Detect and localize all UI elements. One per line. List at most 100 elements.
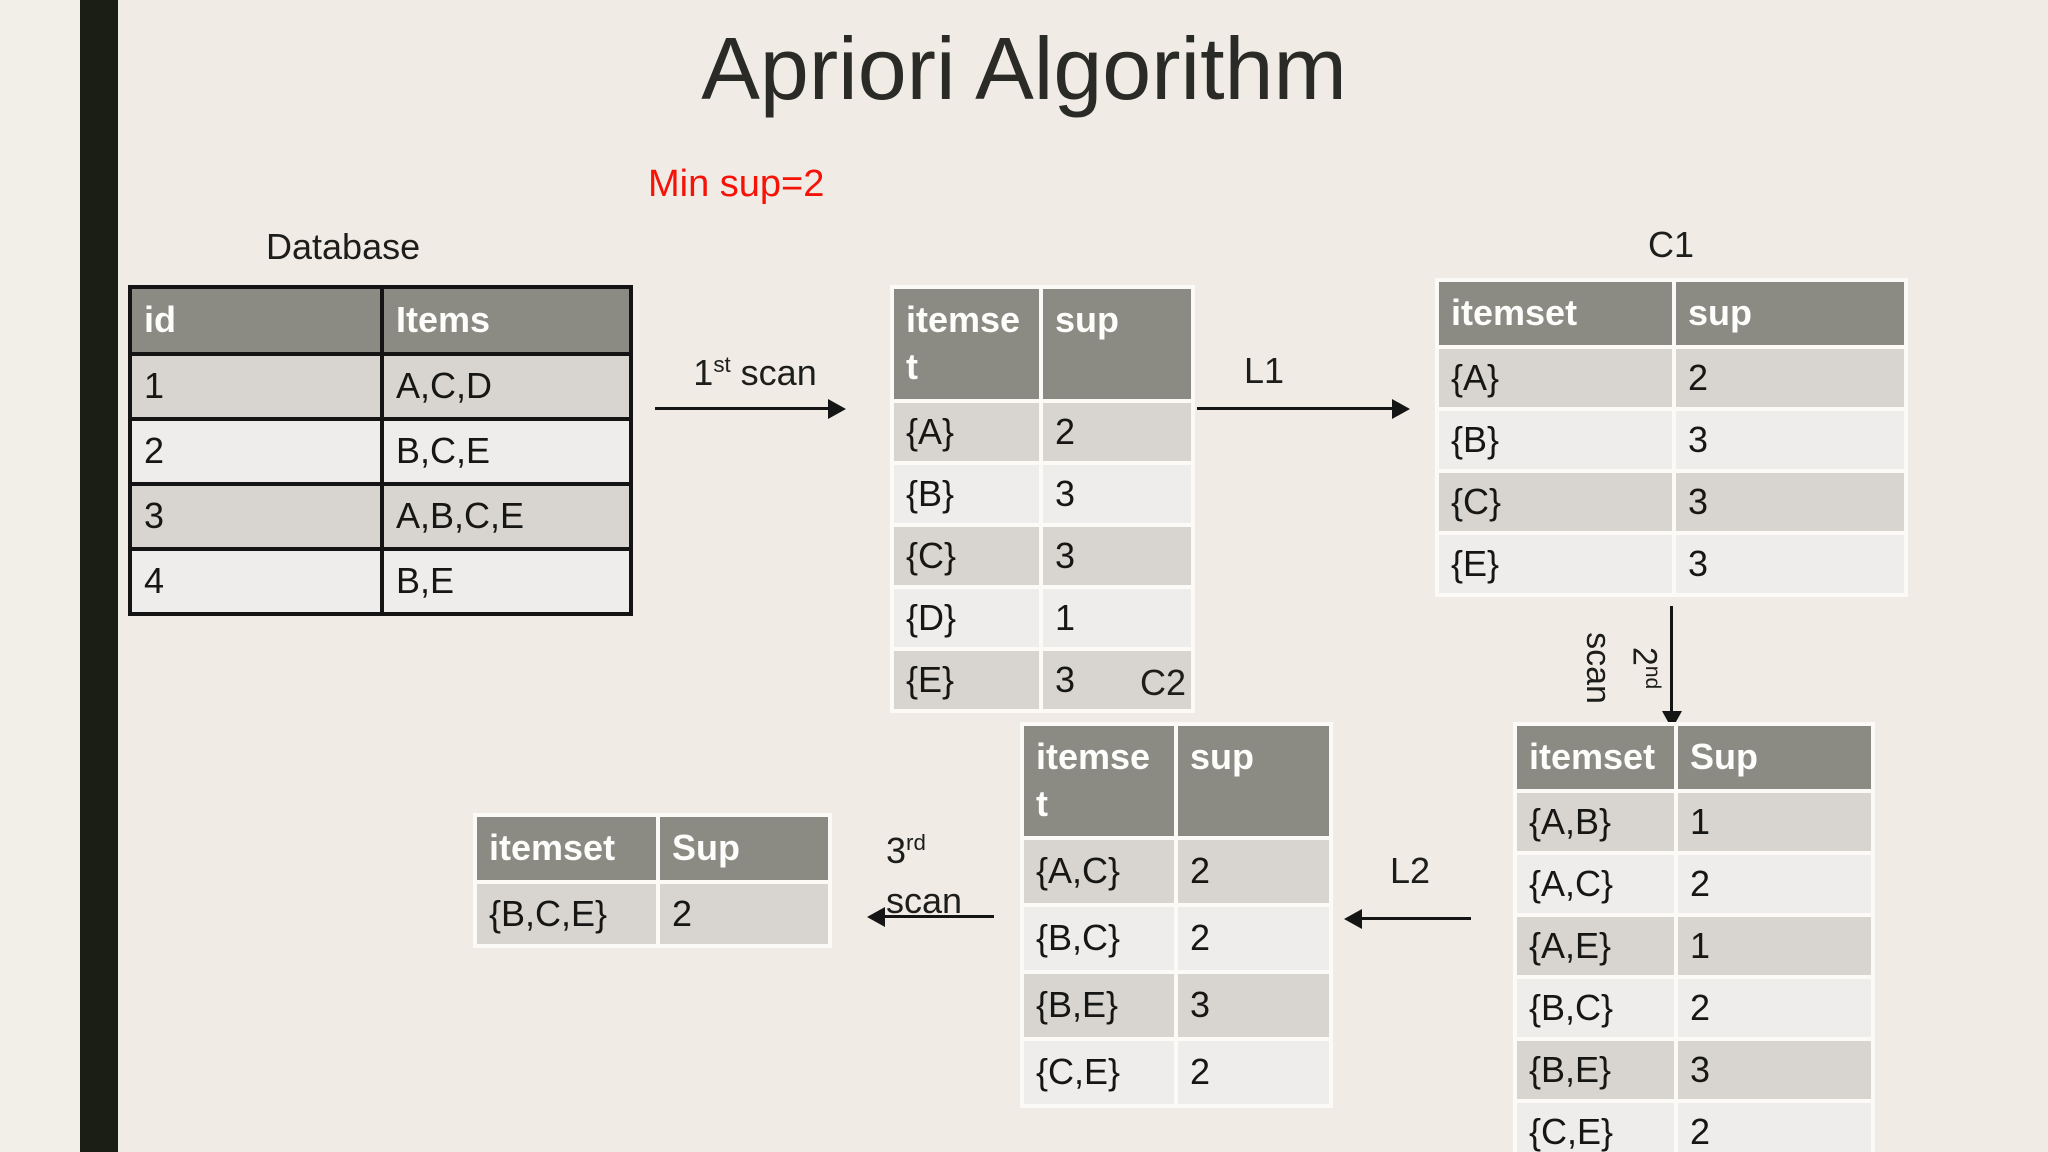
table-cell: 2 — [660, 883, 828, 944]
table-row: {A}2 — [894, 402, 1191, 461]
table-cell: 1 — [130, 353, 382, 419]
table-cell: {B} — [894, 464, 1039, 523]
c1-label: C1 — [1648, 224, 1695, 265]
table-cell: {B,C} — [1024, 906, 1174, 970]
table-cell: 3 — [130, 483, 382, 549]
table-cell: A,C,D — [382, 353, 631, 419]
scan-ordinal-suffix: nd — [1641, 665, 1664, 690]
column-header: Sup — [1678, 726, 1871, 789]
table-row: {C}3 — [894, 526, 1191, 585]
scan-number: 2 — [1625, 646, 1664, 666]
scan-ordinal-suffix: st — [713, 352, 731, 377]
table-cell: {A} — [1439, 348, 1672, 407]
table-cell: 4 — [130, 548, 382, 614]
min-support-note: Min sup=2 — [648, 163, 825, 205]
third-scan-arrow — [882, 915, 994, 918]
table-cell: 1 — [1678, 916, 1871, 975]
table-row: {B,C}2 — [1517, 978, 1871, 1037]
table-row: {C}3 — [1439, 472, 1904, 531]
table-cell: {C,E} — [1024, 1040, 1174, 1104]
table-cell: {A} — [894, 402, 1039, 461]
table-cell: 2 — [1178, 839, 1329, 903]
second-scan-label: 2nd scan — [1576, 620, 1676, 716]
table-cell: 3 — [1043, 526, 1191, 585]
table-cell: 2 — [130, 418, 382, 484]
column-header: Sup — [660, 817, 828, 880]
table-cell: {B,E} — [1517, 1040, 1674, 1099]
table-row: {A}2 — [1439, 348, 1904, 407]
table-cell: {B,C,E} — [477, 883, 656, 944]
table-row: {B}3 — [894, 464, 1191, 523]
table-cell: 3 — [1043, 464, 1191, 523]
column-header: itemset — [1439, 282, 1672, 345]
table-cell: {A,E} — [1517, 916, 1674, 975]
scan-word: scan — [886, 880, 963, 921]
table-row: {B,E}3 — [1517, 1040, 1871, 1099]
table-cell: 3 — [1178, 973, 1329, 1037]
table-cell: {A,B} — [1517, 792, 1674, 851]
database-label: Database — [266, 226, 421, 267]
column-header: itemset — [1517, 726, 1674, 789]
scan-number-line: 2nd — [1621, 620, 1676, 716]
scan-number-line: 3rd — [886, 818, 962, 876]
table-row: {A,E}1 — [1517, 916, 1871, 975]
table-row: {A,B}1 — [1517, 792, 1871, 851]
table-cell: A,B,C,E — [382, 483, 631, 549]
table-cell: 3 — [1676, 472, 1904, 531]
scan-number: 1 — [693, 352, 714, 393]
l1-label: L1 — [1244, 350, 1285, 391]
c2-label: C2 — [1140, 662, 1187, 703]
left-margin-strip — [0, 0, 80, 1152]
table-cell: 3 — [1678, 1040, 1871, 1099]
scan-number: 3 — [886, 830, 907, 871]
table-row: {B,C,E}2 — [477, 883, 828, 944]
scan-word: scan — [740, 352, 817, 393]
table-cell: {C,E} — [1517, 1102, 1674, 1152]
column-header: id — [130, 287, 382, 354]
first-scan-arrow — [655, 407, 831, 410]
table-cell: 3 — [1676, 410, 1904, 469]
side-accent-bar — [80, 0, 118, 1152]
table-cell: 2 — [1676, 348, 1904, 407]
column-header: itemset — [477, 817, 656, 880]
l2-label: L2 — [1390, 850, 1431, 891]
column-header: itemset — [1024, 726, 1174, 836]
table-cell: {C} — [1439, 472, 1672, 531]
table-cell: {B} — [1439, 410, 1672, 469]
table-row: {C,E}2 — [1024, 1040, 1329, 1104]
table-cell: B,C,E — [382, 418, 631, 484]
table-row: {A,C}2 — [1024, 839, 1329, 903]
table-row: {B,C}2 — [1024, 906, 1329, 970]
column-header: Items — [382, 287, 631, 354]
table-cell: 2 — [1678, 978, 1871, 1037]
column-header: sup — [1676, 282, 1904, 345]
third-scan-label: 3rd scan — [886, 818, 962, 926]
table-cell: {E} — [1439, 534, 1672, 593]
table-cell: 2 — [1043, 402, 1191, 461]
table-row: {B,E}3 — [1024, 973, 1329, 1037]
table-cell: 3 — [1043, 650, 1191, 709]
table-row: {C,E}2 — [1517, 1102, 1871, 1152]
table-cell: 3 — [1676, 534, 1904, 593]
second-scan-arrow — [1670, 606, 1673, 714]
table-cell: 2 — [1678, 854, 1871, 913]
table-cell: 2 — [1178, 906, 1329, 970]
table-row: {B}3 — [1439, 410, 1904, 469]
column-header: sup — [1043, 289, 1191, 399]
table-row: {E}3 — [894, 650, 1191, 709]
table-cell: {E} — [894, 650, 1039, 709]
